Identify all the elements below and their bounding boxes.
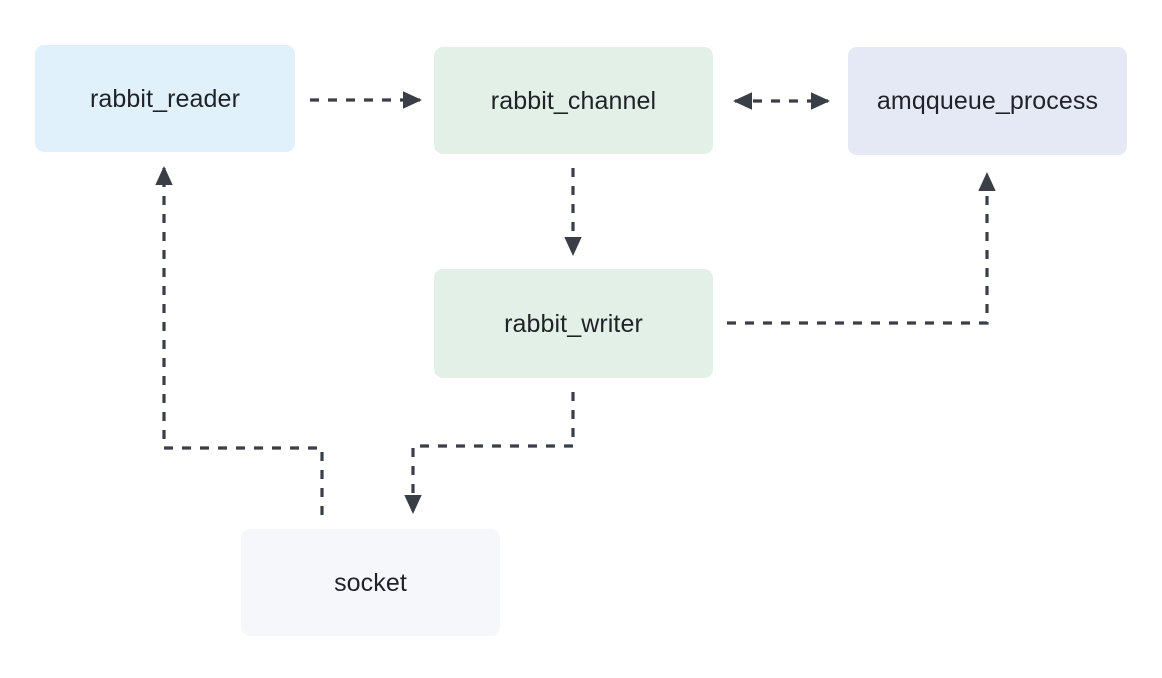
node-rabbit-writer-label: rabbit_writer (504, 309, 643, 338)
edge-writer-to-socket (404, 392, 575, 514)
node-amqqueue-process-label: amqqueue_process (876, 87, 1099, 115)
node-rabbit-writer[interactable]: rabbit_writer (434, 269, 713, 378)
node-rabbit-reader-label: rabbit_reader (89, 84, 240, 113)
node-socket-label: socket (334, 568, 407, 597)
node-rabbit-channel-label: rabbit_channel (490, 86, 657, 115)
node-rabbit-reader[interactable]: rabbit_reader (35, 45, 295, 152)
edge-socket-to-reader (155, 166, 324, 515)
node-socket[interactable]: socket (241, 529, 500, 636)
node-rabbit-channel[interactable]: rabbit_channel (434, 47, 713, 154)
node-amqqueue-process[interactable]: amqqueue_process (848, 47, 1127, 155)
edge-writer-to-amqqueue (727, 172, 996, 325)
